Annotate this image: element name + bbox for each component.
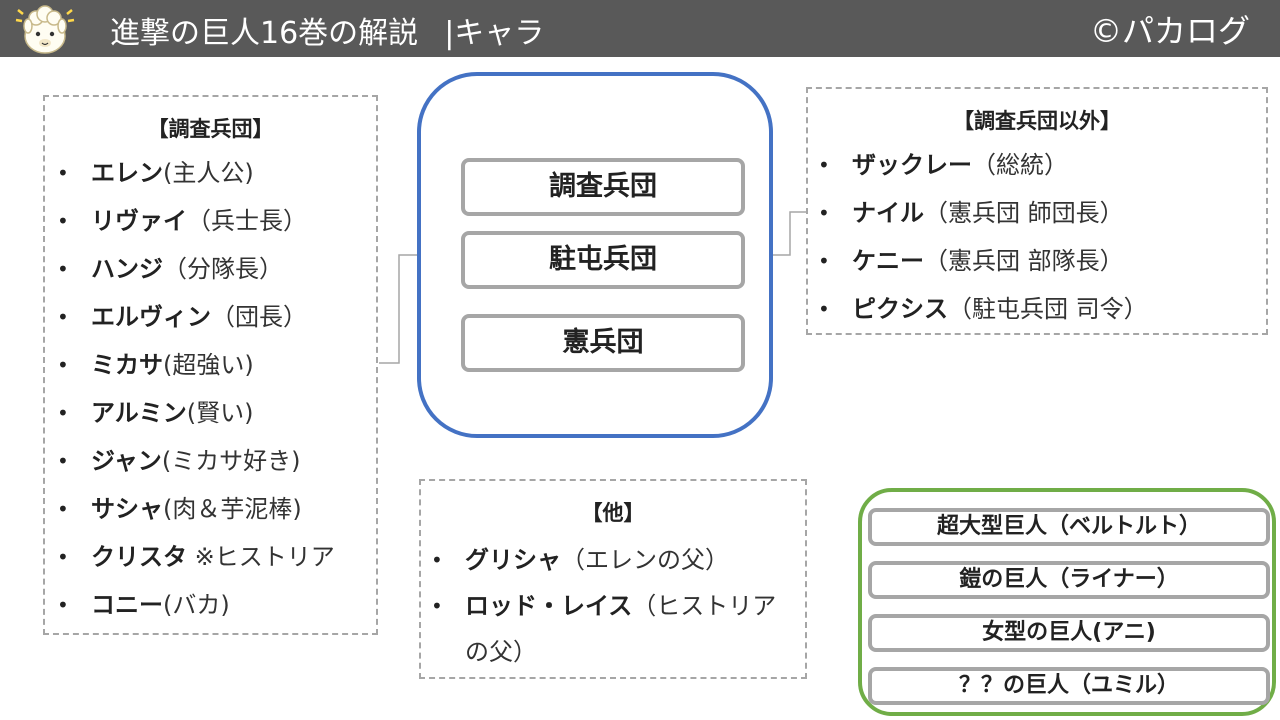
other-characters-list: グリシャ（エレンの父） ロッド・レイス（ヒストリアの父） bbox=[431, 537, 785, 675]
character-note: （憲兵団 師団長） bbox=[924, 199, 1124, 227]
corps-garrison: 駐屯兵団 bbox=[461, 231, 745, 289]
list-item: エレン(主人公) bbox=[57, 153, 335, 201]
character-name: アルミン bbox=[91, 399, 187, 427]
character-name: ジャン bbox=[91, 447, 162, 475]
list-item: ミカサ(超強い) bbox=[57, 345, 335, 393]
titan-colossal: 超大型巨人（ベルトルト） bbox=[868, 508, 1270, 546]
character-name: ハンジ bbox=[91, 255, 163, 283]
character-note: (賢い) bbox=[186, 399, 254, 427]
titan-female: 女型の巨人(アニ) bbox=[868, 614, 1270, 652]
character-note: （団長） bbox=[211, 303, 307, 331]
character-note: (主人公) bbox=[163, 159, 254, 187]
list-item: アルミン(賢い) bbox=[57, 393, 335, 441]
character-name: クリスタ bbox=[91, 543, 187, 571]
character-name: ザックレー bbox=[852, 151, 972, 179]
titan-armored: 鎧の巨人（ライナー） bbox=[868, 561, 1270, 599]
list-item: クリスタ ※ヒストリア bbox=[57, 537, 335, 585]
character-name: グリシャ bbox=[465, 546, 561, 574]
character-note: (バカ) bbox=[163, 591, 230, 619]
scout-regiment-box: 【調査兵団】 エレン(主人公) リヴァイ（兵士長） ハンジ（分隊長） エルヴィン… bbox=[43, 95, 378, 635]
character-note: （エレンの父） bbox=[561, 546, 729, 574]
character-note: （総統） bbox=[972, 151, 1068, 179]
character-note: （ヒストリアの父） bbox=[465, 592, 777, 666]
connector-right bbox=[773, 211, 806, 256]
copyright-text: ©パカログ bbox=[1089, 12, 1250, 50]
title-subtitle: |キャラ bbox=[444, 16, 545, 51]
corps-survey-corps: 調査兵団 bbox=[461, 158, 745, 216]
character-name: ピクシス bbox=[852, 295, 948, 323]
character-name: エルヴィン bbox=[91, 303, 211, 331]
scout-regiment-list: エレン(主人公) リヴァイ（兵士長） ハンジ（分隊長） エルヴィン（団長） ミカ… bbox=[57, 153, 335, 633]
list-item: グリシャ（エレンの父） bbox=[431, 537, 785, 583]
character-name: サシャ bbox=[91, 495, 163, 523]
list-item: コニー(バカ) bbox=[57, 585, 335, 633]
list-item: ジャン(ミカサ好き) bbox=[57, 441, 335, 489]
character-name: コニー bbox=[91, 591, 163, 619]
character-note: （駐屯兵団 司令） bbox=[948, 295, 1148, 323]
page-title: 進撃の巨人16巻の解説 |キャラ bbox=[110, 8, 544, 52]
other-characters-box: 【他】 グリシャ（エレンの父） ロッド・レイス（ヒストリアの父） bbox=[419, 479, 807, 679]
military-corps-box: 調査兵団 駐屯兵団 憲兵団 bbox=[417, 72, 773, 438]
list-item: ロッド・レイス（ヒストリアの父） bbox=[431, 583, 785, 675]
list-item: エルヴィン（団長） bbox=[57, 297, 335, 345]
character-note: （分隊長） bbox=[163, 255, 283, 283]
character-name: ミカサ bbox=[91, 351, 163, 379]
non-scout-box: 【調査兵団以外】 ザックレー（総統） ナイル（憲兵団 師団長） ケニー（憲兵団 … bbox=[806, 87, 1268, 335]
list-item: ピクシス（駐屯兵団 司令） bbox=[818, 289, 1148, 337]
character-note: ※ヒストリア bbox=[187, 543, 335, 571]
titan-unknown: ？？の巨人（ユミル） bbox=[868, 667, 1270, 705]
list-item: ケニー（憲兵団 部隊長） bbox=[818, 241, 1148, 289]
character-note: （憲兵団 部隊長） bbox=[924, 247, 1124, 275]
connector-left bbox=[379, 254, 417, 364]
non-scout-list: ザックレー（総統） ナイル（憲兵団 師団長） ケニー（憲兵団 部隊長） ピクシス… bbox=[818, 145, 1148, 337]
character-note: (超強い) bbox=[163, 351, 254, 379]
character-name: ナイル bbox=[852, 199, 924, 227]
list-item: ナイル（憲兵団 師団長） bbox=[818, 193, 1148, 241]
list-item: ハンジ（分隊長） bbox=[57, 249, 335, 297]
list-item: サシャ(肉＆芋泥棒) bbox=[57, 489, 335, 537]
character-name: ケニー bbox=[852, 247, 924, 275]
titan-shifters-box: 超大型巨人（ベルトルト） 鎧の巨人（ライナー） 女型の巨人(アニ) ？？の巨人（… bbox=[858, 488, 1276, 716]
header-bar: 進撃の巨人16巻の解説 |キャラ ©パカログ bbox=[0, 0, 1280, 57]
scout-regiment-title: 【調査兵団】 bbox=[147, 117, 274, 141]
non-scout-title: 【調査兵団以外】 bbox=[953, 109, 1121, 133]
other-characters-title: 【他】 bbox=[581, 501, 645, 525]
character-name: ロッド・レイス bbox=[465, 592, 633, 620]
alpaca-mascot-icon bbox=[15, 5, 75, 54]
list-item: リヴァイ（兵士長） bbox=[57, 201, 335, 249]
list-item: ザックレー（総統） bbox=[818, 145, 1148, 193]
character-note: (肉＆芋泥棒) bbox=[163, 495, 302, 523]
corps-military-police: 憲兵団 bbox=[461, 314, 745, 372]
character-note: (ミカサ好き) bbox=[161, 447, 301, 475]
title-text: 進撃の巨人16巻の解説 bbox=[110, 16, 419, 51]
character-note: （兵士長） bbox=[187, 207, 307, 235]
character-name: エレン bbox=[91, 159, 163, 187]
character-name: リヴァイ bbox=[91, 207, 187, 235]
